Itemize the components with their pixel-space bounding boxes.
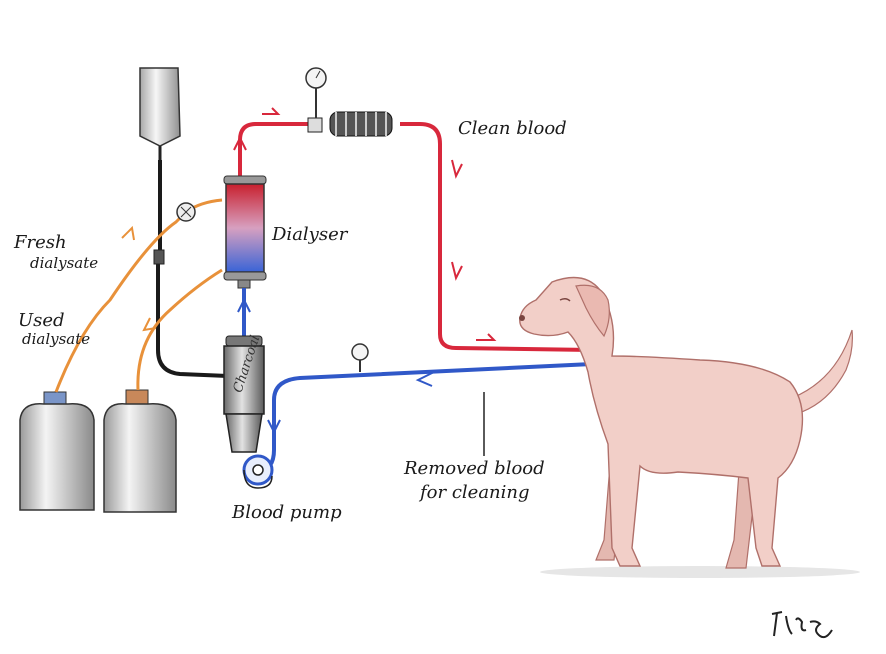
dialysate-gauge bbox=[176, 202, 196, 222]
removed-blood-label-line2: for cleaning bbox=[420, 482, 530, 503]
blood-pump bbox=[242, 454, 274, 489]
dialyser-label: Dialyser bbox=[272, 224, 348, 245]
fresh-dialysate-label-line2: dialysate bbox=[30, 254, 99, 272]
fresh-dialysate-tube bbox=[54, 198, 223, 393]
iv-line bbox=[153, 160, 229, 378]
blood-pump-label: Blood pump bbox=[232, 502, 342, 523]
used-dialysate-tube bbox=[136, 268, 223, 391]
dialyser bbox=[223, 175, 267, 289]
inline-filter bbox=[307, 111, 393, 137]
fresh-dialysate-label-line1: Fresh bbox=[14, 232, 67, 253]
used-dialysate-label-line2: dialysate bbox=[22, 330, 91, 348]
clean-blood-label: Clean blood bbox=[458, 118, 567, 139]
used-dialysate-bottle bbox=[103, 389, 177, 513]
artist-signature bbox=[771, 611, 833, 639]
pressure-gauge-bottom bbox=[351, 343, 369, 372]
ground-shadow bbox=[540, 566, 860, 578]
dog-illustration bbox=[519, 276, 853, 569]
removed-blood-arrows bbox=[267, 371, 435, 435]
removed-blood-label-line1: Removed blood bbox=[404, 458, 545, 479]
clean-blood-arrows bbox=[233, 107, 497, 341]
pressure-gauge-top bbox=[305, 67, 327, 118]
removed-blood-tube bbox=[257, 362, 593, 472]
fresh-dialysate-bottle bbox=[19, 391, 95, 511]
used-dialysate-label-line1: Used bbox=[18, 310, 65, 331]
iv-bag bbox=[139, 67, 181, 160]
charcoal-to-dialyser-tube bbox=[237, 288, 251, 336]
charcoal-column bbox=[223, 335, 265, 453]
